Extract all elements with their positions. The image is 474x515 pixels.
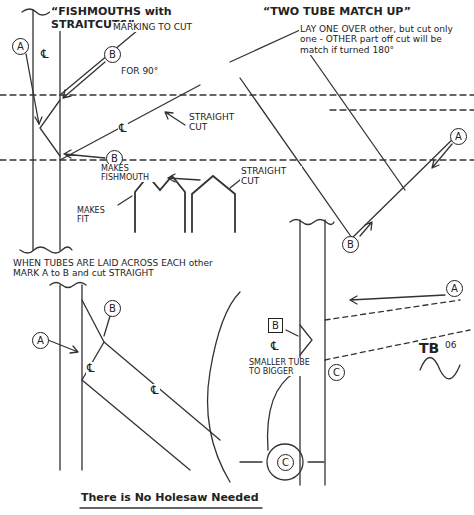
note-text: WHEN TUBES ARE LAID ACROSS EACH other MA… (12, 258, 224, 279)
tube-end (267, 444, 303, 480)
callout-letter: C (328, 364, 345, 381)
arrow-head (35, 117, 42, 124)
note-text: LAY ONE OVER other, but cut only one - O… (299, 24, 471, 55)
callout-letter: B (342, 236, 359, 253)
leader-line (286, 330, 298, 336)
signature-stroke (420, 358, 460, 379)
hidden-tube-line (0, 95, 474, 160)
callout-letter: B (104, 46, 121, 63)
cut-mark (82, 300, 104, 380)
note-text: SMALLER TUBE TO BIGGER (248, 358, 312, 376)
tube-wall (300, 220, 325, 485)
fishmouth-shape (135, 176, 185, 232)
leader-line (26, 54, 39, 124)
callout-letter: C (277, 454, 294, 471)
hidden-tube-line (300, 110, 474, 160)
section-heading: “TWO TUBE MATCH UP” (262, 6, 412, 19)
callout-letter: A (12, 38, 29, 55)
centerline-symbol: ℄ (118, 122, 128, 136)
note-text: FOR 90° (120, 66, 162, 76)
break-line (20, 247, 72, 253)
leader-line (360, 222, 372, 236)
straight-cut-shape (192, 176, 235, 232)
centerline-symbol: ℄ (270, 340, 280, 354)
cut-mark (40, 100, 60, 156)
leader-line (104, 316, 110, 336)
callout-letter: B (268, 318, 283, 333)
signature: TB (418, 340, 440, 356)
leader-line (165, 112, 185, 125)
callout-letter: A (446, 280, 463, 297)
note-text: MARKING TO CUT (112, 22, 193, 32)
tube-wall (82, 342, 220, 470)
signature-date: 06 (444, 340, 457, 350)
tube-wall (60, 285, 82, 470)
closing-note: There is No Holesaw Needed (80, 492, 260, 505)
note-text: STRAIGHT CUT (188, 112, 250, 133)
tube-wall (33, 10, 60, 250)
note-text: MAKES FIT (76, 206, 118, 224)
tube-wall (230, 30, 462, 238)
leader-line (432, 144, 452, 168)
underline (80, 507, 262, 508)
note-text: STRAIGHT CUT (240, 166, 302, 187)
callout-letter: B (104, 300, 121, 317)
callout-letter: A (450, 128, 467, 145)
cut-mark (300, 325, 312, 355)
leader-line (230, 180, 240, 188)
hidden-tube-line (325, 300, 470, 360)
break-line (290, 220, 334, 225)
leader-line (118, 196, 132, 205)
arrow (168, 174, 200, 182)
centerline-symbol: ℄ (150, 384, 160, 398)
break-line (208, 292, 241, 482)
centerline-symbol: ℄ (40, 48, 50, 62)
note-text: MAKES FISHMOUTH (100, 164, 162, 182)
tube-wall (60, 20, 200, 160)
leader-line (48, 340, 78, 353)
leader-line (350, 295, 445, 304)
break-line (50, 283, 86, 288)
leader-line (268, 372, 296, 450)
callout-letter: A (32, 332, 49, 349)
centerline-symbol: ℄ (86, 362, 96, 376)
leader-line (63, 62, 105, 98)
